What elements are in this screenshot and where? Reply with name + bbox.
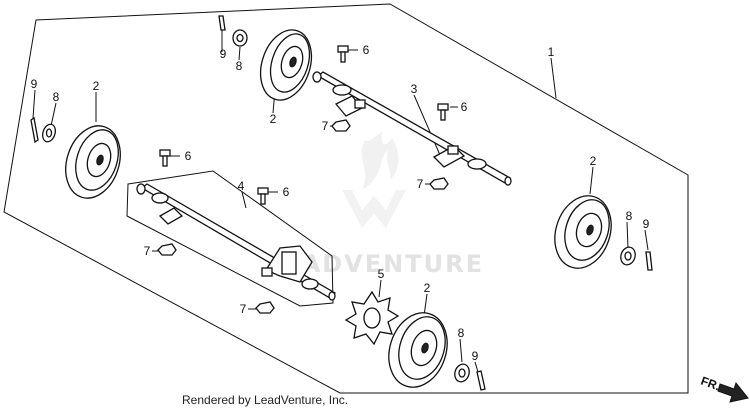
callout-9-upper: 9 — [220, 47, 227, 61]
cotter-pin-group — [30, 15, 653, 391]
leader-lines — [32, 30, 649, 373]
callout-6-b: 6 — [461, 100, 468, 114]
callout-8-upper: 8 — [236, 59, 243, 73]
callout-2-left: 2 — [93, 79, 100, 93]
callout-8-bottom: 8 — [458, 326, 465, 340]
callout-2-upper: 2 — [270, 112, 277, 126]
axle-lower — [136, 183, 337, 301]
callout-9-bottom: 9 — [472, 349, 479, 363]
callout-7-c: 7 — [144, 244, 151, 258]
callout-9-left: 9 — [31, 77, 38, 91]
front-label: FR. — [699, 374, 722, 394]
callout-1: 1 — [548, 45, 555, 59]
front-direction-marker: FR. — [699, 374, 749, 403]
star-washer — [344, 290, 400, 346]
callout-6-c: 6 — [185, 149, 192, 163]
callout-6-a: 6 — [363, 43, 370, 57]
callout-2-right: 2 — [590, 154, 597, 168]
wheel-left — [65, 125, 121, 199]
callout-7-b: 7 — [417, 177, 424, 191]
callout-5: 5 — [378, 267, 385, 281]
washer-group — [42, 29, 636, 383]
callout-7-a: 7 — [322, 119, 329, 133]
callout-4: 4 — [238, 179, 245, 193]
callout-7-d: 7 — [240, 302, 247, 316]
callout-9-right: 9 — [643, 217, 650, 231]
arrow-icon — [717, 381, 749, 403]
nut-group — [157, 119, 449, 314]
wheel-upper — [259, 29, 313, 101]
callout-2-bottom: 2 — [424, 281, 431, 295]
wheel-right — [554, 195, 612, 269]
subassembly-frame — [126, 170, 334, 307]
wheel-bottom — [388, 312, 448, 388]
axle-upper — [312, 71, 512, 186]
callout-8-left: 8 — [53, 90, 60, 104]
assembly-frame — [3, 3, 689, 394]
callout-8-right: 8 — [626, 209, 633, 223]
credit-line: Rendered by LeadVenture, Inc. — [182, 393, 348, 407]
callout-6-d: 6 — [283, 185, 290, 199]
bolt-group — [159, 45, 449, 205]
watermark-logo — [342, 132, 406, 228]
callout-labels: 1 2 2 2 2 3 4 5 6 6 6 6 7 7 7 7 8 8 8 8 … — [31, 43, 650, 363]
callout-3: 3 — [411, 82, 418, 96]
